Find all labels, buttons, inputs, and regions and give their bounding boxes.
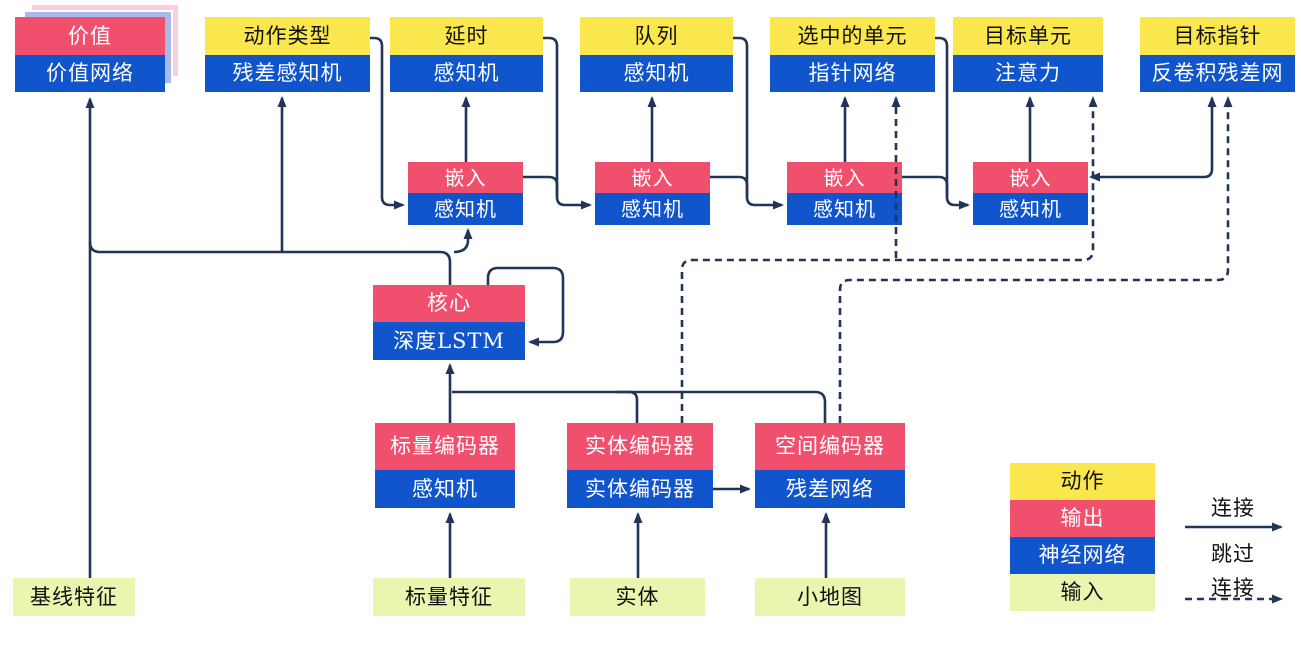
node-target-unit-row-1-label: 注意力 bbox=[953, 55, 1103, 92]
node-minimap-row-0-label: 小地图 bbox=[755, 578, 905, 616]
edge-entity-skip-to-target-unit bbox=[680, 96, 1098, 423]
node-entities: 实体 bbox=[570, 578, 705, 616]
node-scalar-features-row-0-label: 标量特征 bbox=[373, 578, 525, 616]
node-embed-2-row-0-label: 嵌入 bbox=[595, 162, 710, 193]
node-minimap: 小地图 bbox=[755, 578, 905, 616]
edge-embed3-to-embed4 bbox=[902, 175, 949, 197]
node-delay-row-0-label: 延时 bbox=[390, 17, 543, 55]
node-selected-units: 选中的单元指针网络 bbox=[770, 17, 935, 92]
node-embed-2: 嵌入感知机 bbox=[595, 162, 710, 225]
node-embed-2-row-1-label: 感知机 bbox=[595, 193, 710, 225]
node-queued-row-0-label: 队列 bbox=[580, 17, 733, 55]
node-action-type-row-1-label: 残差感知机 bbox=[205, 55, 370, 92]
node-embed-3-row-1-label: 感知机 bbox=[787, 193, 902, 225]
node-baseline-features: 基线特征 bbox=[13, 578, 135, 616]
node-spatial-encoder-row-1-label: 残差网络 bbox=[755, 470, 905, 508]
node-queued-row-1-label: 感知机 bbox=[580, 55, 733, 92]
node-target-unit: 目标单元注意力 bbox=[953, 17, 1103, 92]
node-embed-4-row-1-label: 感知机 bbox=[973, 193, 1088, 225]
edge-core-output-trunk bbox=[88, 241, 452, 285]
edge-spatial-encoder-trunk bbox=[452, 390, 827, 423]
edge-spatial-skip-to-target-point bbox=[838, 96, 1233, 423]
node-scalar-encoder: 标量编码器感知机 bbox=[375, 423, 515, 508]
node-target-point-row-0-label: 目标指针 bbox=[1140, 17, 1295, 55]
node-entity-encoder: 实体编码器实体编码器 bbox=[567, 423, 713, 508]
node-value: 价值价值网络 bbox=[15, 3, 180, 92]
edge-embed4-to-target-point bbox=[1089, 96, 1217, 182]
node-spatial-encoder-row-0-label: 空间编码器 bbox=[755, 423, 905, 470]
node-embed-3: 嵌入感知机 bbox=[787, 162, 902, 225]
node-entity-encoder-row-0-label: 实体编码器 bbox=[567, 423, 713, 470]
legend-connection-label: 连接 bbox=[1211, 496, 1255, 520]
legend-item-1-label: 输出 bbox=[1010, 500, 1155, 537]
node-action-type: 动作类型残差感知机 bbox=[205, 17, 370, 92]
node-scalar-encoder-row-0-label: 标量编码器 bbox=[375, 423, 515, 470]
edge-trunk-to-embed1 bbox=[453, 228, 473, 254]
edge-embed2-to-embed3 bbox=[710, 175, 749, 197]
node-core-row-1-label: 深度LSTM bbox=[373, 322, 525, 360]
node-value-row-1-label: 价值网络 bbox=[15, 55, 165, 92]
legend-item-3-label: 输入 bbox=[1010, 574, 1155, 611]
node-entity-encoder-row-1-label: 实体编码器 bbox=[567, 470, 713, 508]
node-selected-units-row-1-label: 指针网络 bbox=[770, 55, 935, 92]
node-action-type-row-0-label: 动作类型 bbox=[205, 17, 370, 55]
node-target-point-row-1-label: 反卷积残差网 bbox=[1140, 55, 1295, 92]
node-delay-row-1-label: 感知机 bbox=[390, 55, 543, 92]
node-entities-row-0-label: 实体 bbox=[570, 578, 705, 616]
legend-item-0-label: 动作 bbox=[1010, 463, 1155, 500]
node-target-unit-row-0-label: 目标单元 bbox=[953, 17, 1103, 55]
node-queued: 队列感知机 bbox=[580, 17, 733, 92]
node-spatial-encoder: 空间编码器残差网络 bbox=[755, 423, 905, 508]
node-selected-units-row-0-label: 选中的单元 bbox=[770, 17, 935, 55]
node-embed-4: 嵌入感知机 bbox=[973, 162, 1088, 225]
node-embed-1: 嵌入感知机 bbox=[408, 162, 523, 225]
node-core-row-0-label: 核心 bbox=[373, 285, 525, 322]
node-target-point: 目标指针反卷积残差网 bbox=[1140, 17, 1295, 92]
node-core: 核心深度LSTM bbox=[373, 285, 525, 360]
node-embed-1-row-0-label: 嵌入 bbox=[408, 162, 523, 193]
node-scalar-encoder-row-1-label: 感知机 bbox=[375, 470, 515, 508]
legend-box: 动作输出神经网络输入 bbox=[1010, 463, 1155, 611]
node-delay: 延时感知机 bbox=[390, 17, 543, 92]
node-embed-3-row-0-label: 嵌入 bbox=[787, 162, 902, 193]
legend-item-2-label: 神经网络 bbox=[1010, 537, 1155, 574]
edge-entity-encoder-trunk bbox=[616, 390, 639, 423]
node-baseline-features-row-0-label: 基线特征 bbox=[13, 578, 135, 616]
node-embed-1-row-1-label: 感知机 bbox=[408, 193, 523, 225]
node-value-row-0-label: 价值 bbox=[15, 17, 165, 55]
edge-embed1-to-embed2 bbox=[523, 175, 559, 197]
legend-skip-label-line2: 连接 bbox=[1211, 576, 1255, 600]
legend-skip-label-line1: 跳过 bbox=[1211, 542, 1255, 566]
node-scalar-features: 标量特征 bbox=[373, 578, 525, 616]
node-embed-4-row-0-label: 嵌入 bbox=[973, 162, 1088, 193]
